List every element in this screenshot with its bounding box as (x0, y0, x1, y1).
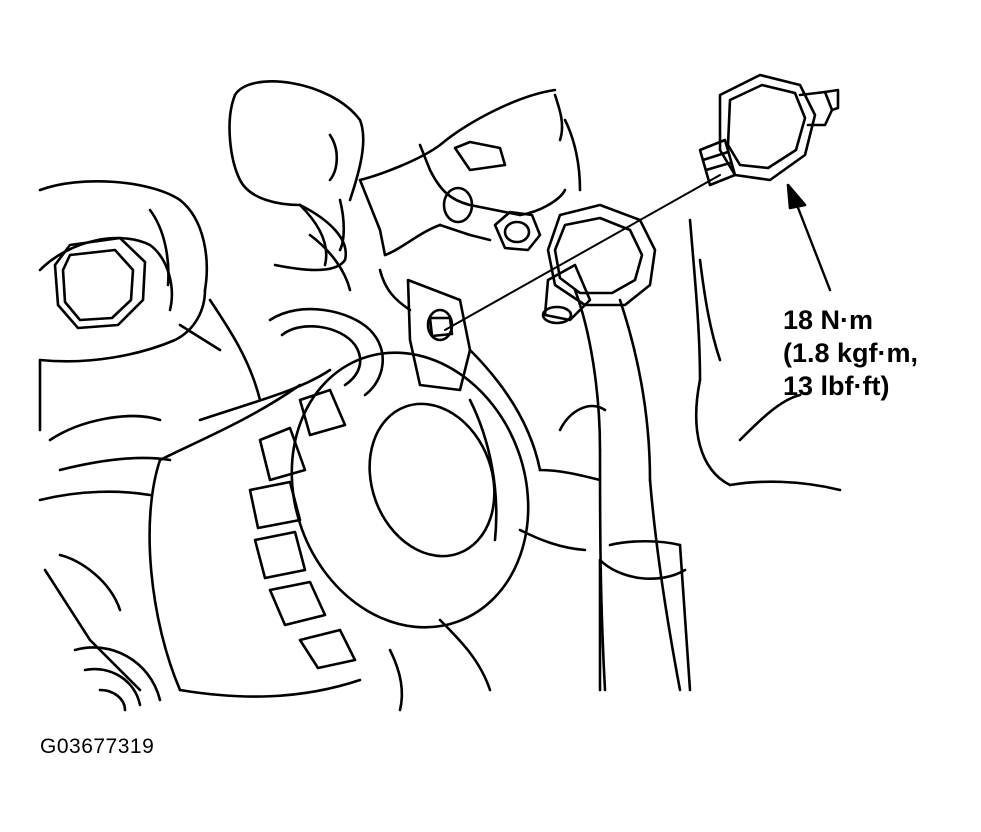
oil-pressure-switch-detail (698, 73, 840, 187)
pulley-lower-left (73, 646, 162, 712)
engine-block (38, 348, 602, 712)
oil-filter (43, 351, 530, 698)
install-leader-line (444, 174, 721, 331)
engine-casting-upper (228, 80, 582, 272)
torque-specification: 18 N·m (1.8 kgf·m, 13 lbf·ft) (783, 304, 918, 403)
oil-filter-housing (178, 298, 384, 402)
mounting-bracket (298, 198, 472, 392)
hex-nut (493, 210, 542, 252)
pulley-left (38, 179, 208, 363)
oil-pressure-switch-installed (541, 203, 657, 325)
torque-value-nm: 18 N·m (783, 305, 874, 335)
torque-value-lbfft: 13 lbf·ft) (783, 371, 890, 401)
timing-cover (558, 218, 842, 692)
figure-id: G03677319 (40, 735, 155, 758)
torque-value-kgfm: (1.8 kgf·m, (783, 338, 919, 368)
torque-arrow (786, 183, 832, 292)
